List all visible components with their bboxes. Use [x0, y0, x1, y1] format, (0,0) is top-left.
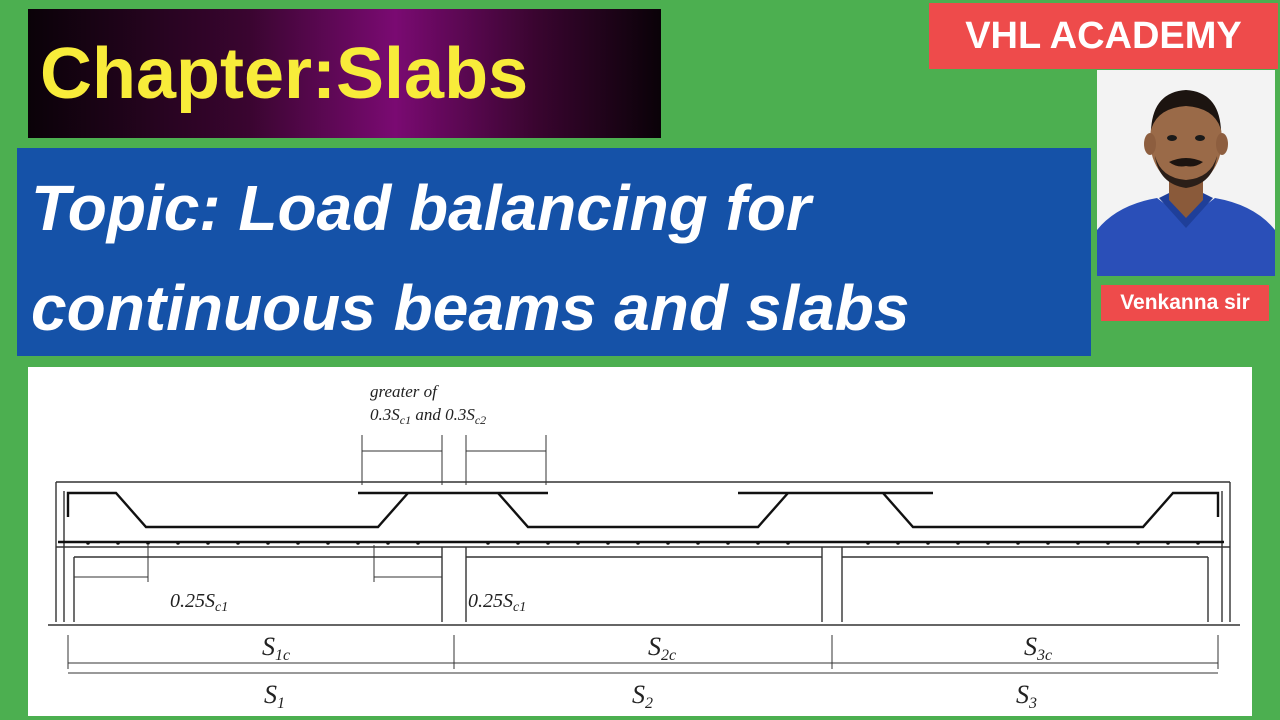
topic-banner: Topic: Load balancing for continuous bea…: [17, 148, 1091, 356]
span-1-label: S1: [264, 680, 285, 712]
brand-name: VHL ACADEMY: [965, 14, 1242, 57]
teacher-label: Venkanna sir: [1101, 285, 1269, 321]
dim-left-label: 0.25Sc1: [170, 590, 228, 615]
note-line-2: 0.3Sc1 and 0.3Sc2: [370, 405, 486, 427]
topic-line-2: continuous beams and slabs: [31, 272, 910, 344]
person-photo-icon: [1097, 70, 1275, 276]
clear-span-3-label: S3c: [1024, 632, 1052, 664]
slab-diagram: greater of 0.3Sc1 and 0.3Sc2 0.25Sc1 0.2…: [28, 367, 1252, 716]
clear-span-2-label: S2c: [648, 632, 676, 664]
chapter-title: Chapter:Slabs: [40, 33, 529, 114]
brand-badge: VHL ACADEMY: [929, 3, 1278, 69]
teacher-name: Venkanna sir: [1120, 291, 1250, 314]
clear-span-1-label: S1c: [262, 632, 290, 664]
note-line-1: greater of: [370, 382, 439, 401]
chapter-banner: Chapter:Slabs: [28, 9, 661, 138]
topic-line-1: Topic: Load balancing for: [31, 172, 811, 244]
span-3-label: S3: [1016, 680, 1037, 712]
dim-mid-label: 0.25Sc1: [468, 590, 526, 615]
span-2-label: S2: [632, 680, 653, 712]
